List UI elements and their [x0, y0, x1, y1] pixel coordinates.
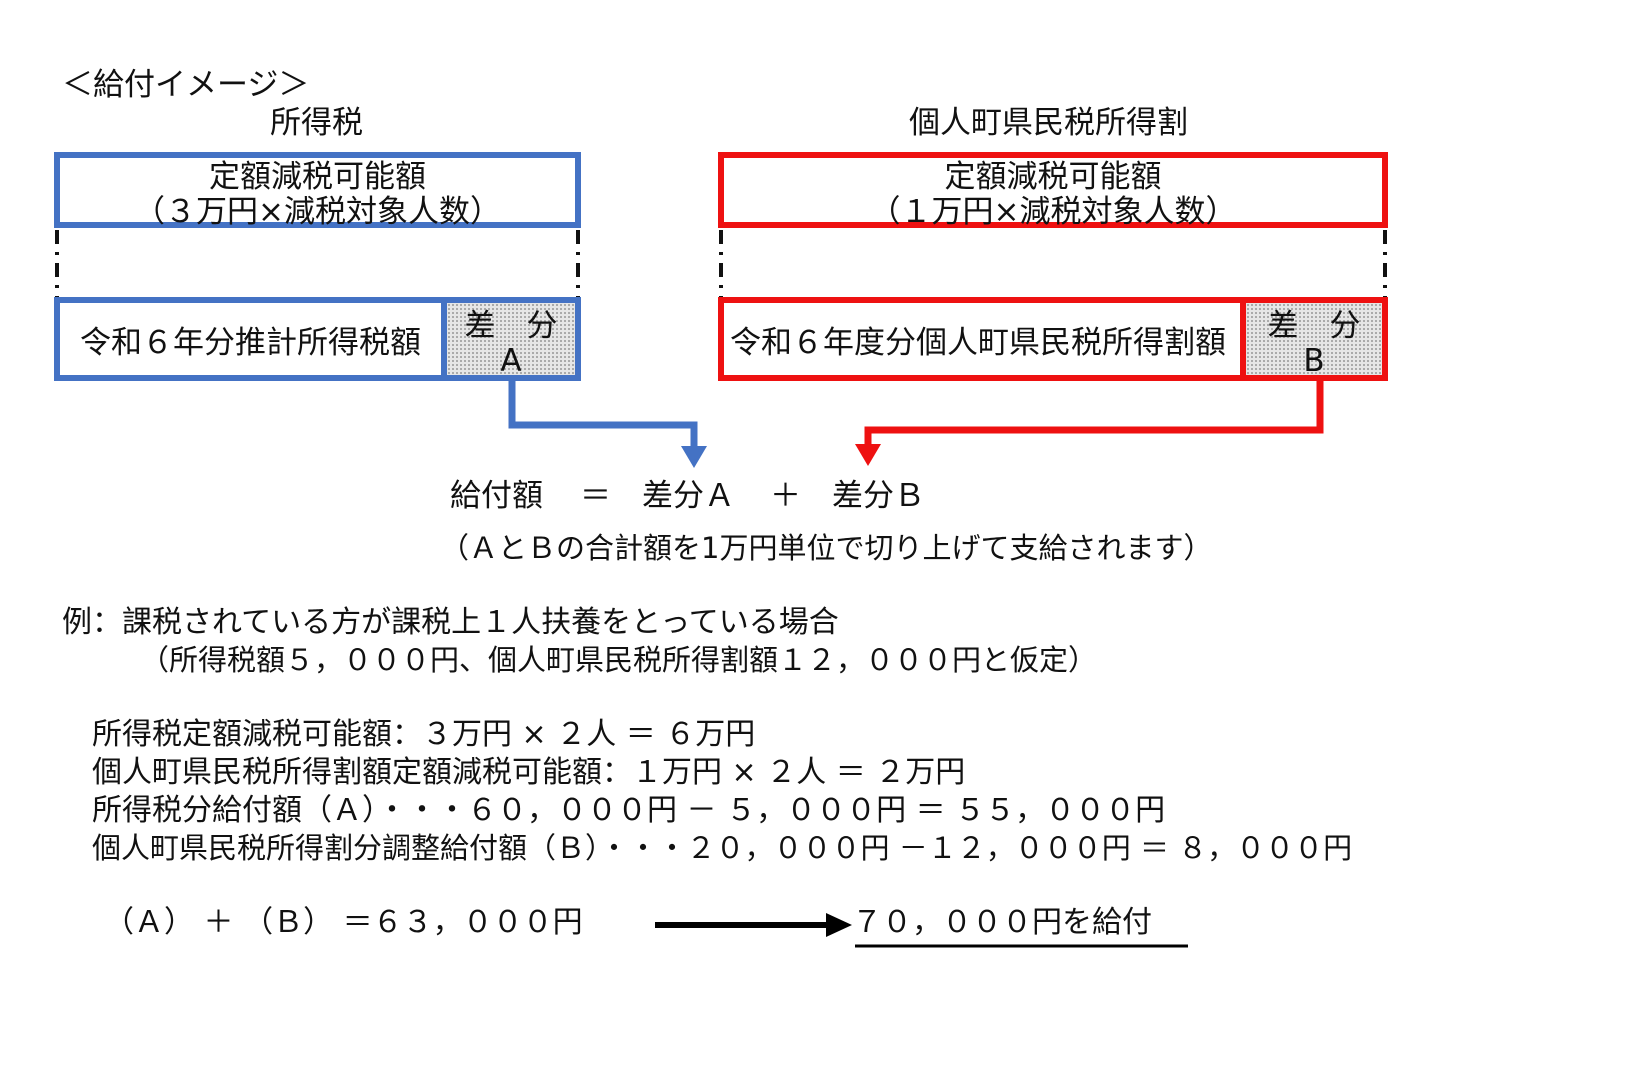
left-diff-a-letter: A — [500, 343, 522, 379]
example-assumption: （所得税額５，０００円、個人町県民税所得割額１２，０００円と仮定） — [140, 643, 1098, 677]
left-diff-a-top: 差 分 — [464, 308, 558, 344]
example-title: 例：課税されている方が課税上１人扶養をとっている場合 — [62, 605, 839, 640]
right-top-box-line2: （１万円×減税対象人数） — [869, 194, 1237, 230]
left-top-box: 定額減税可能額 （３万円×減税対象人数） — [54, 152, 581, 230]
arrow-b-head — [855, 444, 881, 466]
heading: ＜給付イメージ＞ — [62, 67, 310, 103]
formula-term-a: 差分Ａ — [642, 478, 735, 514]
left-title: 所得税 — [270, 105, 363, 141]
example-line-2: 個人町県民税所得割額定額減税可能額：１万円 × ２人 ＝ ２万円 — [92, 755, 966, 790]
right-diff-b-letter: B — [1303, 343, 1325, 379]
right-top-box-line1: 定額減税可能額 — [944, 159, 1162, 195]
formula-plus: ＋ — [770, 478, 801, 514]
right-resident-tax-box: 令和６年度分個人町県民税所得割額 — [718, 297, 1246, 381]
right-diff-b-top: 差 分 — [1267, 308, 1361, 344]
right-resident-tax-label: 令和６年度分個人町県民税所得割額 — [730, 325, 1226, 361]
right-diff-b-box: 差 分 B — [1240, 297, 1388, 381]
right-title: 個人町県民税所得割 — [909, 105, 1188, 141]
example-line-3: 所得税分給付額（Ａ）・・・６０，０００円 － ５，０００円 ＝ ５５，０００円 — [92, 793, 1166, 828]
right-top-box: 定額減税可能額 （１万円×減税対象人数） — [718, 152, 1388, 230]
example-line-1: 所得税定額減税可能額：３万円 × ２人 ＝ ６万円 — [92, 717, 756, 752]
left-diff-a-box: 差 分 A — [441, 297, 581, 381]
formula-note: （ＡとＢの合計額を1万円単位で切り上げて支給されます） — [440, 531, 1213, 565]
example-line-4: 個人町県民税所得割分調整給付額（Ｂ）・・・２０，０００円 －１２，０００円 ＝ … — [92, 831, 1353, 865]
formula-term-b: 差分Ｂ — [832, 478, 925, 514]
left-estimated-tax-box: 令和６年分推計所得税額 — [54, 297, 447, 381]
left-estimated-tax-label: 令和６年分推計所得税額 — [80, 325, 421, 361]
arrow-b-path — [864, 380, 1324, 446]
left-top-box-line2: （３万円×減税対象人数） — [134, 194, 501, 230]
arrow-a-head — [681, 446, 707, 468]
example-sum: （Ａ） ＋ （Ｂ） ＝６３，０００円 — [104, 905, 583, 940]
arrow-a-path — [508, 380, 698, 448]
example-result: ７０，０００円を給付 — [852, 905, 1152, 940]
result-arrow-head — [826, 913, 852, 937]
formula-lhs: 給付額 — [450, 478, 543, 514]
formula-equals: ＝ — [580, 478, 611, 514]
left-top-box-line1: 定額減税可能額 — [209, 159, 426, 195]
